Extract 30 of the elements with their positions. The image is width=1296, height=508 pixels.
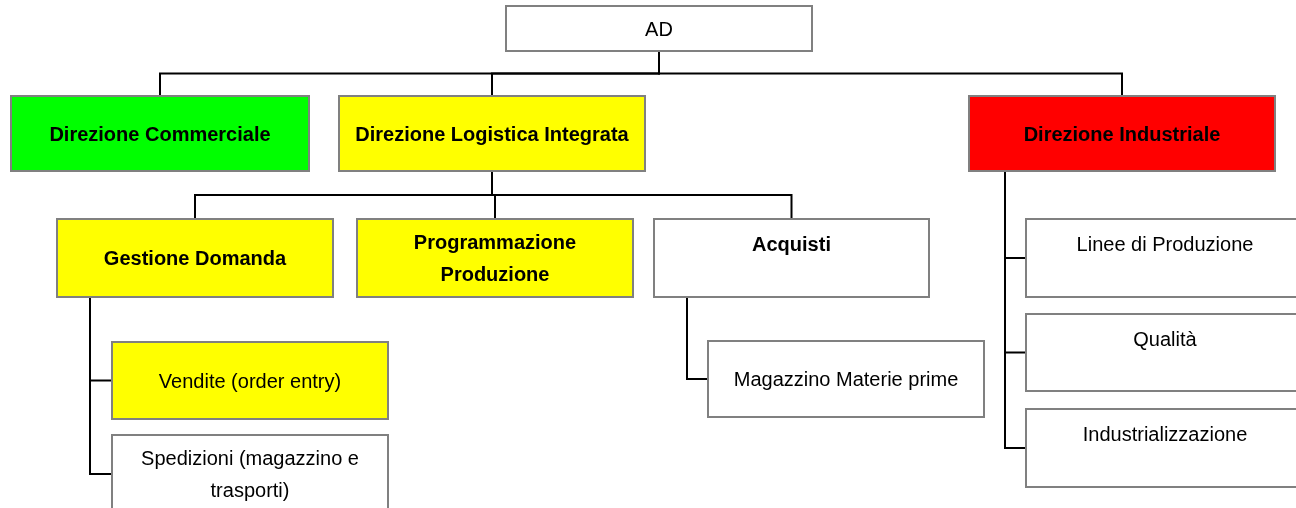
office-box	[1025, 313, 1296, 392]
node-label: Programmazione Produzione	[412, 230, 578, 287]
unit-box	[356, 218, 634, 298]
office-box	[111, 434, 389, 508]
node-label: Qualità	[1133, 327, 1197, 352]
connector-line	[1004, 171, 1026, 449]
connector-line	[491, 171, 793, 219]
node-label: Industrializzazione	[1082, 422, 1248, 447]
unit-box	[56, 218, 334, 298]
department-box	[968, 95, 1276, 172]
office-box	[707, 340, 985, 418]
node-label: Acquisti	[752, 232, 831, 257]
office-box	[1025, 408, 1296, 488]
node-label: Direzione Industriale	[1023, 121, 1221, 147]
unit-box	[653, 218, 930, 298]
connector-line	[89, 297, 112, 475]
node-label: AD	[645, 16, 673, 42]
office-box	[111, 341, 389, 420]
office-box	[1025, 218, 1296, 298]
node-label: Spedizioni (magazzino e trasporti)	[140, 446, 360, 503]
node-label: Direzione Commerciale	[49, 121, 271, 147]
node-label: Magazzino Materie prime	[733, 367, 959, 392]
node-label: Linee di Produzione	[1076, 232, 1254, 257]
connector-line	[686, 297, 708, 380]
root-box	[505, 5, 813, 52]
node-label: Vendite (order entry)	[158, 368, 342, 394]
node-label: Direzione Logistica Integrata	[355, 121, 629, 147]
department-box	[338, 95, 646, 172]
node-label: Gestione Domanda	[103, 246, 287, 271]
department-box	[10, 95, 310, 172]
